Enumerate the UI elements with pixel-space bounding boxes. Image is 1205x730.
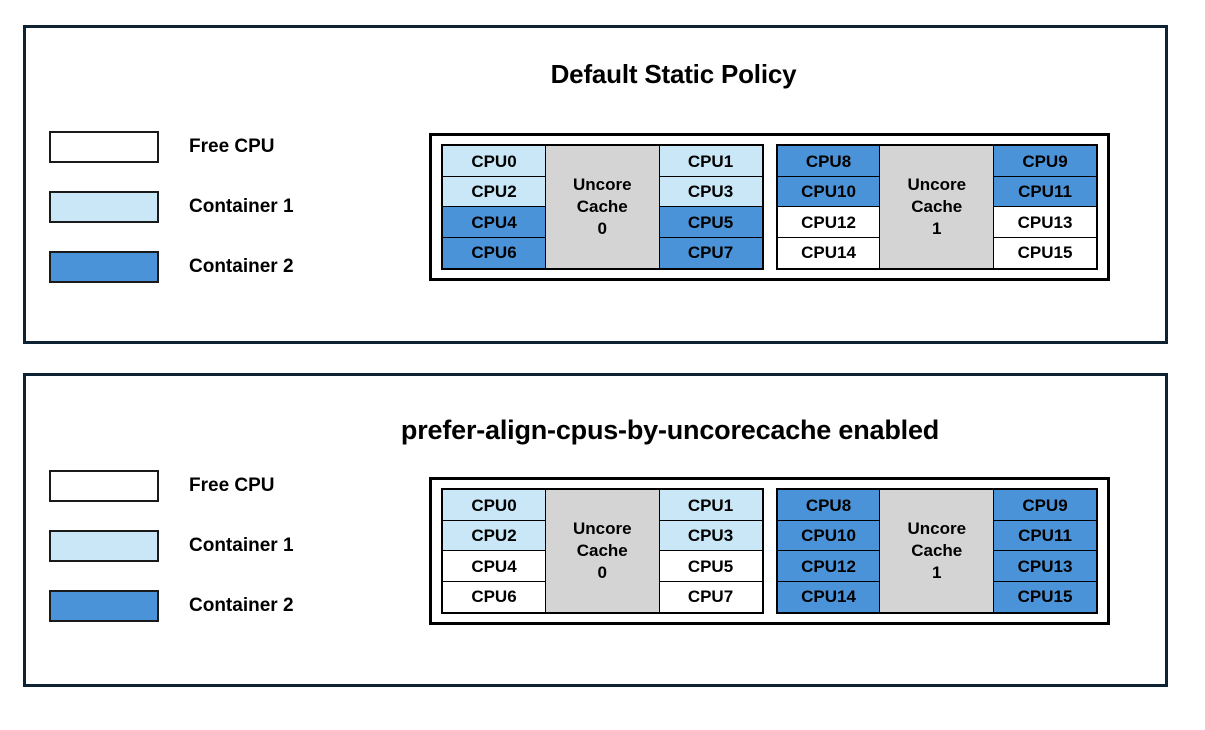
cpu-cell-cpu11[interactable]: CPU11 — [993, 519, 1097, 552]
legend-swatch-container-2 — [49, 251, 159, 283]
uncore-cache-text-line: Cache — [911, 197, 963, 217]
legend-label-free-cpu: Free CPU — [189, 136, 275, 157]
legend-label-free-cpu: Free CPU — [189, 475, 275, 496]
uncore-cache-text-line: 0 — [597, 218, 607, 238]
uncore-cache-text-line: Cache — [576, 541, 628, 561]
cpu-cell-cpu7[interactable]: CPU7 — [658, 236, 763, 269]
cpu-cell-cpu5[interactable]: CPU5 — [658, 550, 763, 583]
cpu-cell-cpu15[interactable]: CPU15 — [993, 236, 1097, 269]
cpu-cell-cpu14[interactable]: CPU14 — [776, 236, 881, 269]
legend-item-container-1: Container 1 — [49, 530, 379, 562]
cpu-cell-cpu12[interactable]: CPU12 — [776, 206, 881, 239]
legend-item-container-1: Container 1 — [49, 191, 379, 223]
cpu-cell-cpu5[interactable]: CPU5 — [658, 206, 763, 239]
uncore-cache-text-line: 1 — [932, 562, 942, 582]
cpu-cell-cpu8[interactable]: CPU8 — [776, 489, 881, 522]
cpu-cell-cpu9[interactable]: CPU9 — [993, 145, 1097, 178]
uncore-cache-text-line: Uncore — [907, 175, 967, 195]
cpu-cell-cpu0[interactable]: CPU0 — [442, 145, 546, 178]
cpu-cell-cpu2[interactable]: CPU2 — [442, 519, 546, 552]
cpu-cell-cpu13[interactable]: CPU13 — [993, 550, 1097, 583]
legend-swatch-free-cpu — [49, 470, 159, 502]
uncore-cache-text-line: Uncore — [572, 519, 632, 539]
uncore-cache-text-line: 0 — [597, 562, 607, 582]
uncore-cache-text-line: Uncore — [572, 175, 632, 195]
cpu-cell-cpu3[interactable]: CPU3 — [658, 519, 763, 552]
legend-default: Free CPU Container 1 Container 2 — [49, 131, 379, 311]
legend-item-free-cpu: Free CPU — [49, 470, 379, 502]
legend-label-container-2: Container 2 — [189, 595, 294, 616]
cpu-cell-cpu9[interactable]: CPU9 — [993, 489, 1097, 522]
legend-swatch-container-1 — [49, 530, 159, 562]
cpu-cell-cpu4[interactable]: CPU4 — [442, 206, 546, 239]
legend-swatch-free-cpu — [49, 131, 159, 163]
uncore-cache-text-line: Cache — [911, 541, 963, 561]
legend-label-container-1: Container 1 — [189, 196, 294, 217]
legend-swatch-container-1 — [49, 191, 159, 223]
page-title-prefer-align-cpus-by-uncorecache: prefer-align-cpus-by-uncorecache enabled — [400, 415, 940, 445]
legend-item-container-2: Container 2 — [49, 590, 379, 622]
legend-swatch-container-2 — [49, 590, 159, 622]
cpu-cell-cpu12[interactable]: CPU12 — [776, 550, 881, 583]
cpu-cell-cpu4[interactable]: CPU4 — [442, 550, 546, 583]
cpu-cell-cpu6[interactable]: CPU6 — [442, 580, 546, 613]
cpu-cell-cpu2[interactable]: CPU2 — [442, 175, 546, 208]
cpu-cell-cpu3[interactable]: CPU3 — [658, 175, 763, 208]
cpu-cell-cpu0[interactable]: CPU0 — [442, 489, 546, 522]
cpu-cell-cpu1[interactable]: CPU1 — [658, 489, 763, 522]
legend-item-container-2: Container 2 — [49, 251, 379, 283]
cpu-cell-cpu11[interactable]: CPU11 — [993, 175, 1097, 208]
uncore-cache-text-line: Cache — [576, 197, 628, 217]
legend-item-free-cpu: Free CPU — [49, 131, 379, 163]
cpu-cell-cpu7[interactable]: CPU7 — [658, 580, 763, 613]
uncore-cache-text-line: 1 — [932, 218, 942, 238]
cpu-cell-cpu10[interactable]: CPU10 — [776, 519, 881, 552]
cpu-cell-cpu13[interactable]: CPU13 — [993, 206, 1097, 239]
cpu-cell-cpu6[interactable]: CPU6 — [442, 236, 546, 269]
cpu-cell-cpu10[interactable]: CPU10 — [776, 175, 881, 208]
page-title-default-static-policy: Default Static Policy — [550, 59, 797, 89]
cpu-cell-cpu15[interactable]: CPU15 — [993, 580, 1097, 613]
cpu-cell-cpu14[interactable]: CPU14 — [776, 580, 881, 613]
legend-label-container-1: Container 1 — [189, 535, 294, 556]
cpu-cell-cpu1[interactable]: CPU1 — [658, 145, 763, 178]
uncore-cache-text-line: Uncore — [907, 519, 967, 539]
legend-label-container-2: Container 2 — [189, 256, 294, 277]
legend-prefer: Free CPU Container 1 Container 2 — [49, 470, 379, 650]
cpu-cell-cpu8[interactable]: CPU8 — [776, 145, 881, 178]
